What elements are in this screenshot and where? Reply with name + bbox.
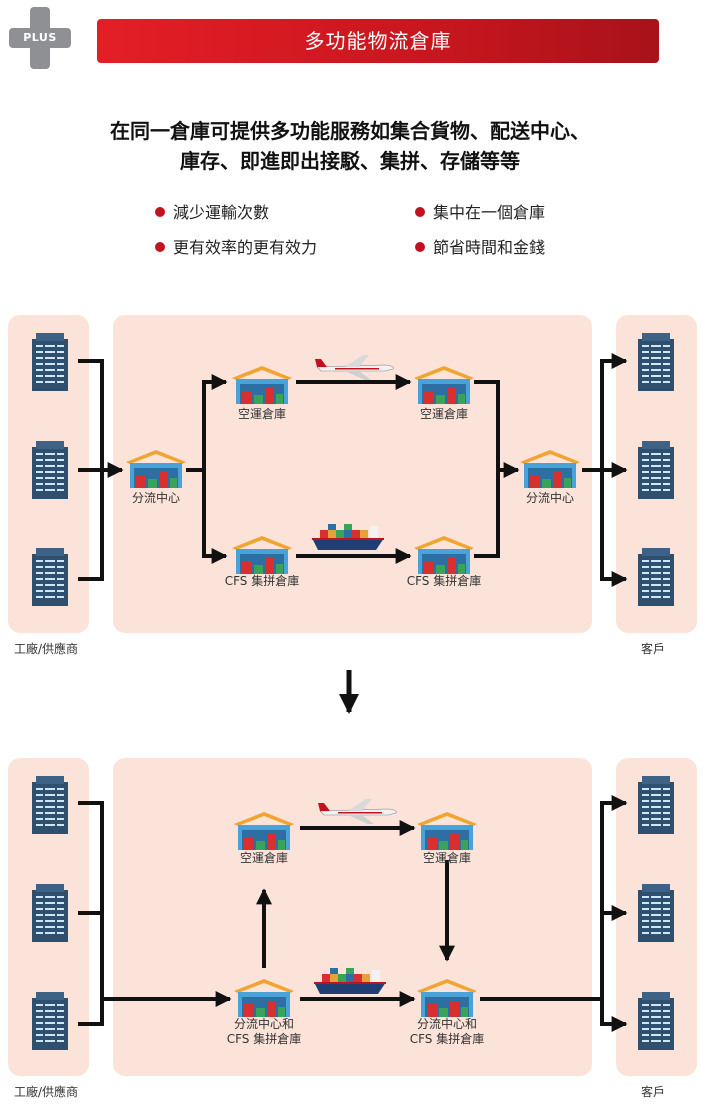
combined-warehouse-label: 分流中心和 CFS 集拼倉庫 bbox=[409, 1017, 485, 1046]
cfs-warehouse-label: CFS 集拼倉庫 bbox=[406, 574, 482, 588]
suppliers-label: 工廠/供應商 bbox=[14, 1085, 79, 1099]
factory-building-icon bbox=[32, 884, 68, 942]
air-warehouse-label: 空運倉庫 bbox=[419, 407, 468, 421]
arrow-to-customer-1-after bbox=[600, 795, 628, 999]
air-warehouse-label: 空運倉庫 bbox=[237, 407, 286, 421]
combined-warehouse-icon bbox=[234, 979, 294, 1017]
arrow-to-customer-3-before bbox=[600, 470, 628, 587]
air-warehouse-label: 空運倉庫 bbox=[422, 851, 471, 865]
factory-building-icon bbox=[32, 441, 68, 499]
customers-label: 客戶 bbox=[641, 642, 666, 656]
benefit-item: 節省時間和金錢 bbox=[415, 237, 545, 259]
plus-logo-text: PLUS bbox=[23, 31, 57, 44]
airplane-icon bbox=[315, 354, 394, 381]
factory-building-icon bbox=[32, 333, 68, 391]
arrow-to-customer-1-before bbox=[600, 353, 628, 470]
plus-logo: PLUS bbox=[9, 7, 71, 69]
arrow-to-customer-3-after bbox=[600, 999, 628, 1032]
cfs-warehouse-icon bbox=[414, 536, 474, 574]
distribution-center-warehouse-icon bbox=[126, 450, 186, 488]
air-warehouse-icon bbox=[417, 812, 477, 850]
combined-warehouse-label: 分流中心和 CFS 集拼倉庫 bbox=[226, 1017, 302, 1046]
arrow-hub-to-air bbox=[186, 374, 228, 472]
combined-warehouse-icon bbox=[417, 979, 477, 1017]
hub-right-label: 分流中心 bbox=[525, 491, 574, 505]
bullet-dot-icon bbox=[155, 242, 165, 252]
suppliers-label: 工廠/供應商 bbox=[14, 642, 79, 656]
customer-building-icon bbox=[638, 992, 674, 1050]
air-warehouse-icon bbox=[232, 366, 292, 404]
cfs-warehouse-icon bbox=[232, 536, 292, 574]
air-warehouse-icon bbox=[234, 812, 294, 850]
page-title: 多功能物流倉庫 bbox=[97, 19, 659, 63]
bullet-dot-icon bbox=[415, 207, 425, 217]
customers-label: 客戶 bbox=[641, 1085, 666, 1099]
customer-building-icon bbox=[638, 548, 674, 606]
distribution-center-warehouse-icon bbox=[520, 450, 580, 488]
arrow-hub-to-cfs bbox=[202, 470, 228, 564]
headline-line-1: 在同一倉庫可提供多功能服務如集合貨物、配送中心、 bbox=[110, 119, 590, 143]
airplane-icon bbox=[318, 798, 397, 825]
headline: 在同一倉庫可提供多功能服務如集合貨物、配送中心、 庫存、即進即出接駁、集拼、存儲… bbox=[60, 116, 640, 176]
benefit-item: 減少運輸次數 bbox=[155, 202, 269, 224]
benefit-item: 更有效率的更有效力 bbox=[155, 237, 317, 259]
factory-building-icon bbox=[32, 548, 68, 606]
customer-building-icon bbox=[638, 884, 674, 942]
bullet-dot-icon bbox=[415, 242, 425, 252]
factory-building-icon bbox=[32, 992, 68, 1050]
customer-building-icon bbox=[638, 441, 674, 499]
cfs-warehouse-label: CFS 集拼倉庫 bbox=[224, 574, 300, 588]
customer-building-icon bbox=[638, 776, 674, 834]
customer-building-icon bbox=[638, 333, 674, 391]
cargo-ship-icon bbox=[314, 968, 386, 994]
benefit-item: 集中在一個倉庫 bbox=[415, 202, 545, 224]
factory-building-icon bbox=[32, 776, 68, 834]
hub-left-label: 分流中心 bbox=[131, 491, 180, 505]
cargo-ship-icon bbox=[312, 524, 384, 550]
bullet-dot-icon bbox=[155, 207, 165, 217]
air-warehouse-icon bbox=[414, 366, 474, 404]
air-warehouse-label: 空運倉庫 bbox=[239, 851, 288, 865]
headline-line-2: 庫存、即進即出接駁、集拼、存儲等等 bbox=[180, 149, 520, 173]
